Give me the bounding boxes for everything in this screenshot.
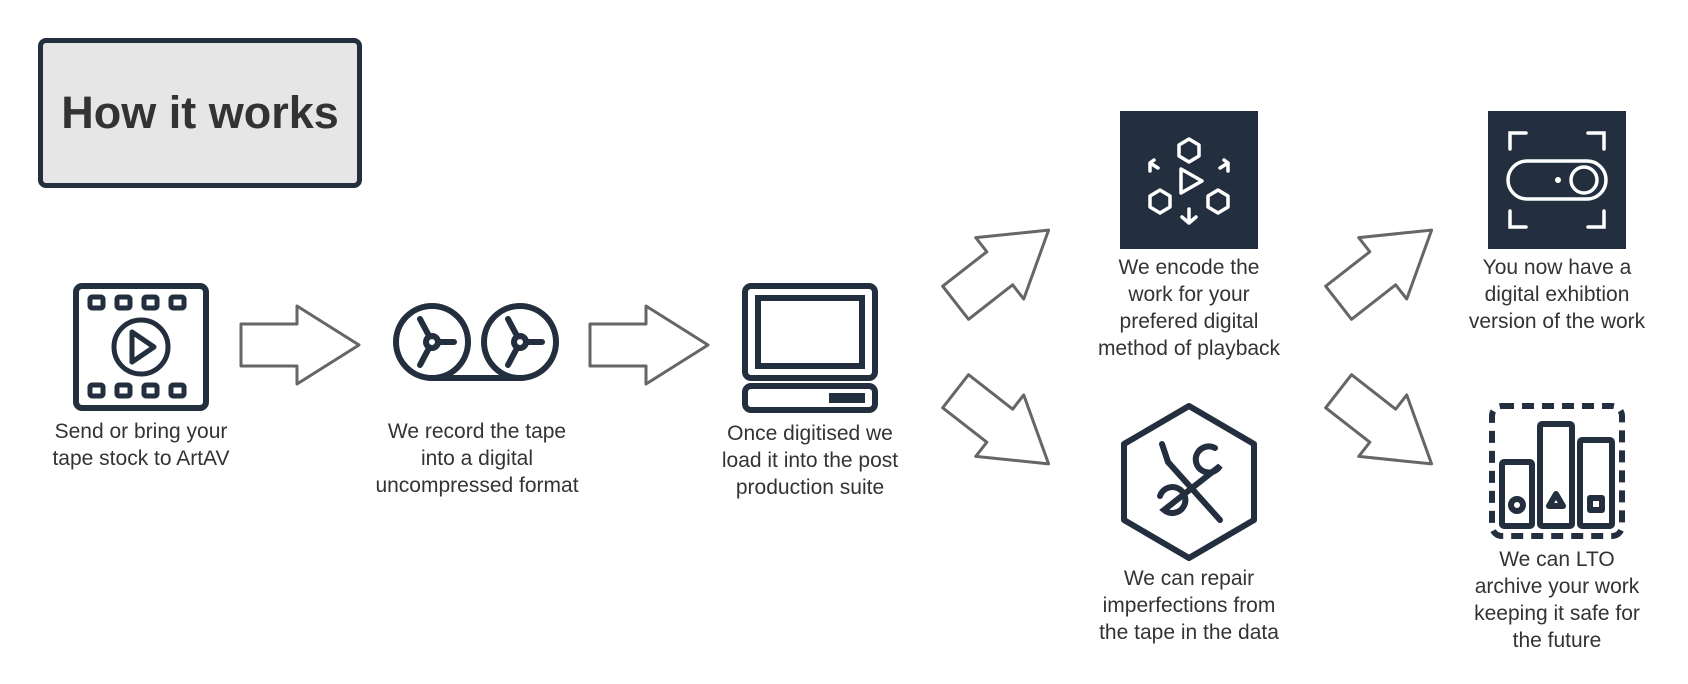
diagonal-down-arrow-icon: [1324, 373, 1434, 466]
digital-display-icon: [1488, 111, 1626, 249]
caption-line: We can LTO: [1499, 548, 1615, 571]
caption-line: Send or bring your: [54, 420, 228, 443]
step-3-caption: Once digitised we load it into the post …: [690, 420, 930, 501]
encode-icon: [1120, 111, 1258, 249]
tape-reel-icon: [393, 303, 559, 381]
lto-archive-icon: [1489, 403, 1625, 539]
diagonal-up-arrow-icon: [1324, 228, 1434, 321]
caption-line: We encode the: [1118, 256, 1260, 279]
caption-line: work for your: [1128, 283, 1250, 306]
caption-line: the tape in the data: [1099, 621, 1279, 644]
caption-line: version of the work: [1468, 310, 1646, 333]
step-6-caption: You now have a digital exhibtion version…: [1437, 254, 1677, 335]
right-arrow-icon: [239, 304, 361, 386]
caption-line: Once digitised we: [727, 422, 893, 445]
caption-line: method of playback: [1097, 337, 1281, 360]
step-4-caption: We encode the work for your prefered dig…: [1069, 254, 1309, 362]
caption-line: tape stock to ArtAV: [52, 447, 230, 470]
caption-line: You now have a: [1482, 256, 1632, 279]
title-box: How it works: [38, 38, 362, 188]
caption-line: the future: [1512, 629, 1602, 652]
right-arrow-icon: [588, 304, 710, 386]
repair-tools-icon: [1121, 403, 1257, 561]
step-5-caption: We can repair imperfections from the tap…: [1069, 565, 1309, 646]
diagonal-up-arrow-icon: [941, 228, 1051, 321]
caption-line: prefered digital: [1119, 310, 1259, 333]
step-2-caption: We record the tape into a digital uncomp…: [357, 418, 597, 499]
film-play-icon: [73, 283, 209, 411]
caption-line: We can repair: [1123, 567, 1255, 590]
caption-line: keeping it safe for: [1474, 602, 1640, 625]
computer-icon: [742, 283, 878, 413]
caption-line: digital exhibtion: [1484, 283, 1630, 306]
caption-line: We record the tape: [387, 420, 567, 443]
caption-line: load it into the post: [721, 449, 899, 472]
page-title: How it works: [61, 87, 339, 138]
step-7-caption: We can LTO archive your work keeping it …: [1437, 546, 1677, 654]
caption-line: archive your work: [1474, 575, 1640, 598]
caption-line: into a digital: [420, 447, 534, 470]
diagonal-down-arrow-icon: [941, 373, 1051, 466]
step-1-caption: Send or bring your tape stock to ArtAV: [21, 418, 261, 472]
caption-line: production suite: [735, 476, 885, 499]
caption-line: imperfections from: [1102, 594, 1276, 617]
caption-line: uncompressed format: [375, 474, 579, 497]
